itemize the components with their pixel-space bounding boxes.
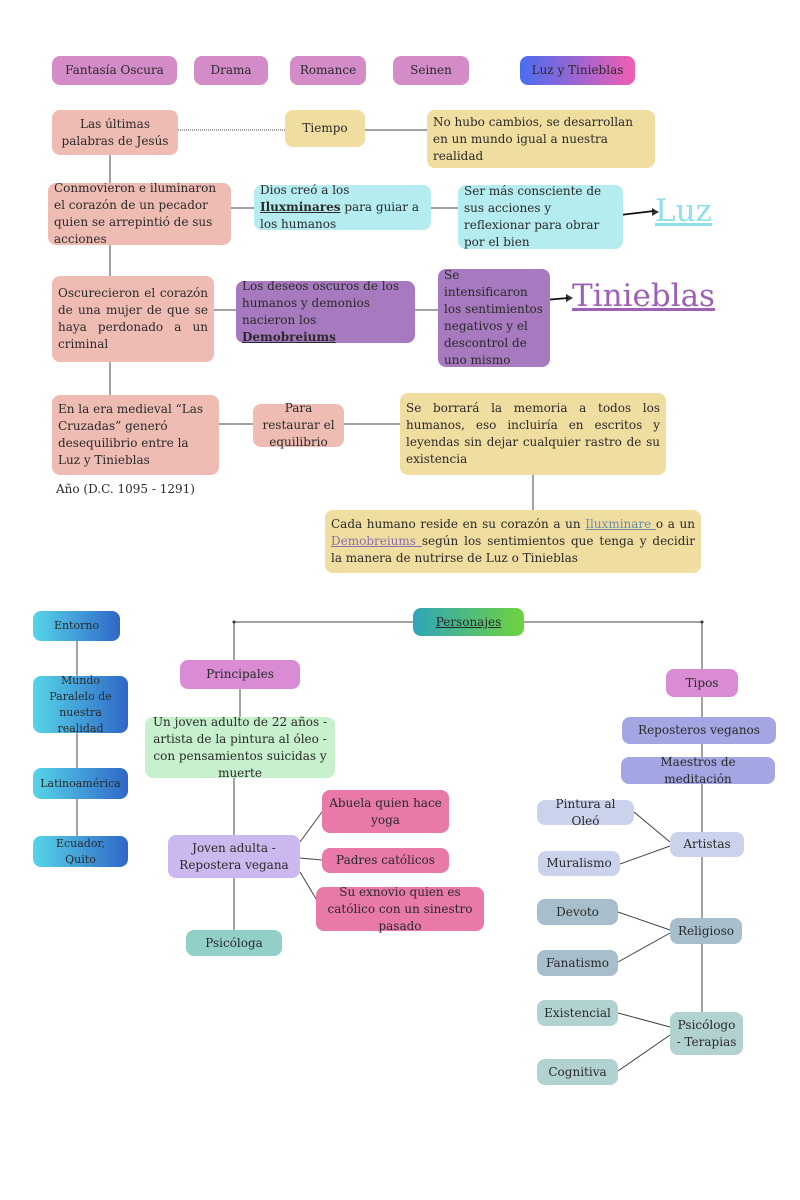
node-text: Personajes (435, 614, 502, 629)
psico-cognitiva: Cognitiva (537, 1059, 618, 1085)
node-text: Conmovieron e iluminaron el corazón de u… (54, 181, 217, 246)
text-part: o a un (655, 517, 696, 531)
node-text: Se borrará la memoria a todos los humano… (406, 401, 660, 466)
node-text: Su exnovio quien es católico con un sine… (327, 884, 473, 933)
principal-joven-adulto: Un joven adulto de 22 años - artista de … (145, 715, 335, 780)
node-text: Muralismo (546, 856, 612, 870)
tipo-artistas: Artistas (670, 832, 744, 857)
artista-muralismo: Muralismo (538, 851, 620, 876)
religioso-devoto: Devoto (537, 899, 618, 925)
node-text: Cognitiva (548, 1064, 607, 1079)
tipo-religioso: Religioso (670, 918, 742, 944)
tipo-reposteros: Reposteros veganos (622, 717, 776, 744)
node-text: Principales (206, 667, 274, 681)
node-text: Entorno (53, 619, 100, 632)
node-text: Ser más consciente de sus acciones y ref… (464, 184, 602, 249)
node-text: Dios creó a los Iluxminares para guiar a… (260, 182, 425, 233)
text-part: Cada humano reside en su corazón a un (331, 517, 586, 531)
node-text: Maestros de meditación (660, 754, 736, 786)
rel-abuela: Abuela quien hace yoga (322, 790, 449, 833)
tinieblas-heading[interactable]: Tinieblas (572, 278, 715, 314)
node-text: Padres católicos (336, 853, 435, 867)
entorno-latinoamerica: Latinoamérica (33, 768, 128, 799)
node-cada-humano: Cada humano reside en su corazón a un Il… (325, 510, 701, 573)
religioso-fanatismo: Fanatismo (537, 950, 618, 976)
text-part: Dios creó a los (260, 183, 350, 197)
node-text: Pintura al Oleó (555, 796, 616, 828)
entorno-ecuador: Ecuador, Quito (33, 836, 128, 867)
genre-tag-drama: Drama (194, 56, 268, 85)
node-text: Tiempo (302, 121, 348, 135)
principales-node: Principales (180, 660, 300, 689)
genre-tag-luz-y-tinieblas: Luz y Tinieblas (520, 56, 635, 85)
artista-pintura-oleo: Pintura al Oleó (537, 797, 634, 828)
demobreiums-link[interactable]: Demobreiums (242, 330, 336, 344)
principal-psicologa: Psicóloga (186, 930, 282, 956)
tipo-maestros: Maestros de meditación (621, 755, 775, 786)
iluxminare-link[interactable]: Iluxminare (585, 517, 656, 531)
node-text: Existencial (544, 1005, 611, 1020)
node-text: Los deseos oscuros de los humanos y demo… (242, 278, 409, 346)
tipo-psicologo: Psicólogo - Terapias (670, 1012, 743, 1055)
node-se-borrara: Se borrará la memoria a todos los humano… (400, 393, 666, 475)
entorno-mundo-paralelo: Mundo Paralelo de nuestra realidad (33, 674, 128, 735)
node-text: Fanatismo (546, 955, 609, 970)
tipos-node: Tipos (666, 669, 738, 697)
text-part: para guiar a los humanos (260, 200, 419, 231)
node-ultimas-palabras: Las últimas palabras de Jesús (52, 110, 178, 155)
node-text: Latinoamérica (40, 776, 121, 790)
entorno-title: Entorno (33, 611, 120, 641)
demobreiums-link[interactable]: Demobreiums (331, 534, 422, 548)
genre-label: Luz y Tinieblas (531, 63, 624, 77)
node-text: Psicóloga (205, 935, 263, 950)
node-text: Un joven adulto de 22 años - artista de … (152, 714, 328, 780)
node-text: Ecuador, Quito (55, 836, 106, 866)
text-part: Los deseos oscuros de los humanos y demo… (242, 279, 399, 327)
text-part: según los sentimientos que tenga y decid… (331, 534, 695, 565)
node-text: Devoto (556, 904, 599, 919)
node-text: Las últimas palabras de Jesús (61, 116, 169, 148)
node-text: Tipos (685, 675, 719, 690)
genre-label: Romance (299, 63, 357, 77)
node-demobreiums: Los deseos oscuros de los humanos y demo… (236, 278, 415, 346)
genre-label: Fantasía Oscura (65, 63, 164, 77)
node-tiempo: Tiempo (285, 110, 365, 147)
node-conmovieron: Conmovieron e iluminaron el corazón de u… (48, 181, 231, 246)
node-oscurecieron: Oscurecieron el corazón de una mujer de … (52, 276, 214, 362)
principal-joven-adulta: Joven adulta - Repostera vegana (168, 835, 300, 878)
node-text: Psicólogo - Terapias (676, 1017, 737, 1049)
node-text: En la era medieval “Las Cruzadas” generó… (58, 402, 204, 467)
node-text: Artistas (683, 837, 731, 851)
node-text: Reposteros veganos (638, 723, 760, 737)
genre-tag-romance: Romance (290, 56, 366, 85)
genre-tag-seinen: Seinen (393, 56, 469, 85)
node-restaurar-equilibrio: Para restaurar el equilibrio (253, 401, 344, 449)
node-text: No hubo cambios, se desarrollan en un mu… (433, 114, 633, 163)
genre-label: Seinen (410, 63, 452, 77)
node-se-intensificaron: Se intensificaron los sentimientos negat… (438, 268, 550, 367)
rel-padres: Padres católicos (322, 848, 449, 873)
node-text: Abuela quien hace yoga (329, 795, 442, 827)
node-era-medieval: En la era medieval “Las Cruzadas” generó… (52, 395, 219, 475)
node-text: Oscurecieron el corazón de una mujer de … (58, 286, 208, 351)
psico-existencial: Existencial (537, 1000, 618, 1026)
year-range: Año (D.C. 1095 - 1291) (56, 482, 195, 496)
personajes-title: Personajes (413, 608, 524, 636)
node-text: Cada humano reside en su corazón a un Il… (331, 516, 695, 567)
node-text: Joven adulta - Repostera vegana (179, 840, 289, 872)
node-text: Para restaurar el equilibrio (262, 401, 335, 449)
node-iluxminares: Dios creó a los Iluxminares para guiar a… (254, 182, 431, 233)
iluxminares-link[interactable]: Iluxminares (260, 200, 341, 214)
node-ser-mas-consciente: Ser más consciente de sus acciones y ref… (458, 184, 623, 249)
node-text: Religioso (678, 923, 734, 938)
node-text: Mundo Paralelo de nuestra realidad (49, 673, 112, 735)
rel-exnovio: Su exnovio quien es católico con un sine… (316, 885, 484, 933)
genre-tag-fantasia: Fantasía Oscura (52, 56, 177, 85)
node-text: Se intensificaron los sentimientos negat… (444, 268, 543, 367)
luz-heading[interactable]: Luz (655, 193, 712, 229)
genre-label: Drama (210, 63, 252, 77)
node-no-hubo-cambios: No hubo cambios, se desarrollan en un mu… (427, 110, 655, 168)
